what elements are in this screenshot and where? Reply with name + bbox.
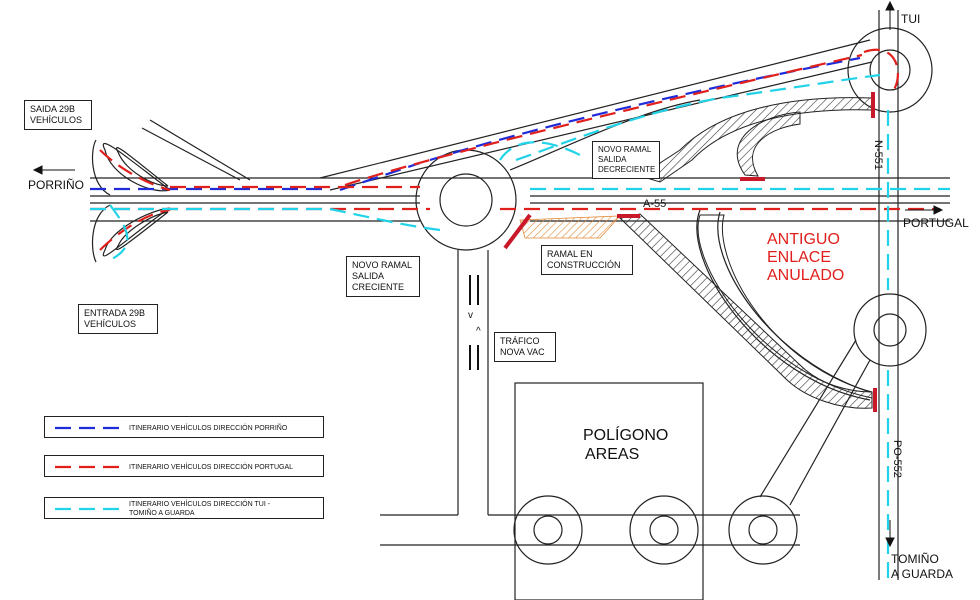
lane-arrow-down: v [468, 310, 473, 321]
antiguo-line3: ANULADO [767, 267, 845, 284]
label-tui: TUI [901, 12, 921, 26]
box-novo-decreciente-line3: DECRECIENTE [598, 165, 656, 174]
label-tomino: TOMIÑO [891, 552, 939, 566]
box-trafico-nova-vac: TRÁFICO NOVA VAC [494, 332, 556, 362]
box-entrada-29b-line2: VEHÍCULOS [84, 319, 137, 329]
construction-area [519, 215, 621, 239]
poligono-line2: AREAS [585, 446, 640, 463]
route-porrino [90, 56, 861, 192]
box-novo-creciente-line1: NOVO RAMAL [352, 260, 413, 270]
tomino-arrow [885, 520, 895, 548]
antiguo-line1: ANTIGUO [767, 231, 840, 248]
antiguo-line2: ENLACE [767, 249, 832, 266]
box-trafico-line2: NOVA VAC [500, 347, 545, 357]
box-novo-ramal-decreciente: NOVO RAMAL SALIDA DECRECIENTE [592, 141, 660, 179]
box-ramal-line1: RAMAL EN [547, 249, 593, 259]
legend-text-portugal: ITINERARIO VEHÍCULOS DIRECCIÓN PORTUGAL [129, 464, 294, 471]
box-novo-creciente-line2: SALIDA [352, 271, 385, 281]
box-ramal-line2: CONSTRUCCIÓN [547, 260, 621, 270]
lane-markings [469, 275, 479, 370]
poligono-label: POLÍGONO AREAS [583, 426, 668, 464]
legend-item-porrino: ITINERARIO VEHÍCULOS DIRECCIÓN PORRIÑO [44, 416, 324, 438]
box-novo-creciente-line3: CRECIENTE [352, 282, 405, 292]
legend-text-tui-line2: TOMIÑO A GUARDA [129, 510, 195, 517]
antiguo-enlace-label: ANTIGUO ENLACE ANULADO [767, 231, 844, 285]
label-n551: N-551 [872, 140, 884, 170]
legend-item-portugal: ITINERARIO VEHÍCULOS DIRECCIÓN PORTUGAL [44, 455, 324, 477]
box-novo-decreciente-line1: NOVO RAMAL [598, 145, 652, 154]
lane-arrow-up: ^ [476, 326, 481, 337]
box-trafico-line1: TRÁFICO [500, 336, 540, 346]
label-po552: PO-552 [891, 440, 903, 478]
legend-swatch-portugal [55, 465, 121, 469]
poligono-line1: POLÍGONO [583, 427, 669, 444]
label-a55: A-55 [643, 198, 667, 210]
box-entrada-29b-line1: ENTRADA 29B [84, 308, 146, 318]
box-ramal-construccion: RAMAL EN CONSTRUCCIÓN [541, 245, 633, 275]
route-portugal [90, 48, 940, 251]
label-porrino: PORRIÑO [28, 178, 85, 192]
legend-swatch-porrino [55, 426, 121, 430]
legend-text-porrino: ITINERARIO VEHÍCULOS DIRECCIÓN PORRIÑO [129, 425, 288, 432]
box-novo-ramal-creciente: NOVO RAMAL SALIDA CRECIENTE [346, 256, 420, 297]
route-tui [90, 73, 950, 580]
barriers [503, 92, 877, 412]
box-saida-29b-line1: SAIDA 29B [30, 104, 76, 114]
legend-item-tui: ITINERARIO VEHÍCULOS DIRECCIÓN TUI - TOM… [44, 497, 324, 519]
label-a-guarda: A GUARDA [891, 567, 954, 581]
legend-swatch-tui [55, 507, 121, 511]
portugal-arrow [905, 205, 944, 215]
box-entrada-29b: ENTRADA 29B VEHÍCULOS [78, 304, 158, 334]
legend-text-tui-line1: ITINERARIO VEHÍCULOS DIRECCIÓN TUI - [129, 501, 271, 508]
porrino-arrow [32, 165, 75, 175]
box-saida-29b-line2: VEHÍCULOS [30, 115, 83, 125]
box-saida-29b: SAIDA 29B VEHÍCULOS [24, 100, 92, 130]
box-novo-decreciente-line2: SALIDA [598, 155, 627, 164]
road-network [90, 10, 950, 600]
label-portugal: PORTUGAL [903, 216, 969, 230]
tui-arrow [885, 0, 895, 30]
